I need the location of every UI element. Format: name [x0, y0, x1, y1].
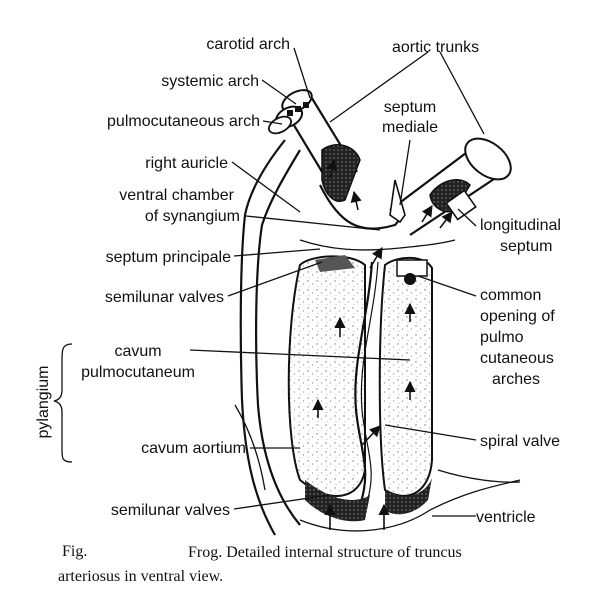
- caption-line2: arteriosus in ventral view.: [58, 568, 223, 585]
- anatomy-drawing: [234, 89, 521, 536]
- label-common-opening-line4: cutaneous: [480, 350, 554, 367]
- labels: carotid arch systemic arch pulmocutaneou…: [35, 36, 561, 526]
- flow-arrows: [312, 158, 453, 530]
- label-pylangium: pylangium: [35, 366, 52, 439]
- label-semilunar-valves-lower: semilunar valves: [111, 502, 230, 519]
- pylangium-cava: [287, 255, 433, 522]
- left-arch-trunk: [268, 89, 361, 202]
- label-spiral-valve: spiral valve: [480, 433, 560, 450]
- label-common-opening-line1: common: [480, 287, 541, 304]
- label-systemic-arch: systemic arch: [161, 73, 259, 90]
- caption-fig: Fig.: [62, 543, 87, 560]
- caption-line1: Frog. Detailed internal structure of tru…: [188, 544, 462, 561]
- label-carotid-arch: carotid arch: [206, 36, 290, 53]
- label-cavum-pulmo-line2: pulmocutaneum: [81, 364, 195, 381]
- label-ventricle: ventricle: [476, 509, 536, 526]
- common-opening-dot: [404, 273, 416, 285]
- label-common-opening-line2: opening of: [480, 308, 555, 325]
- label-longitudinal-septum-line2: septum: [500, 238, 552, 255]
- label-cavum-pulmo-line1: cavum: [114, 343, 161, 360]
- label-cavum-aortium: cavum aortium: [141, 440, 246, 457]
- label-ventral-chamber-line2: of synangium: [145, 208, 240, 225]
- label-semilunar-valves-upper: semilunar valves: [105, 289, 224, 306]
- label-longitudinal-septum-line1: longitudinal: [480, 217, 561, 234]
- septum-mediale-shape: [389, 179, 406, 224]
- leader-lines: [53, 47, 485, 517]
- label-septum-principale: septum principale: [106, 249, 232, 266]
- label-common-opening-line3: pulmo: [480, 329, 524, 346]
- caption: Fig. Frog. Detailed internal structure o…: [58, 543, 462, 585]
- label-right-auricle: right auricle: [145, 155, 228, 172]
- label-ventral-chamber-line1: ventral chamber: [119, 187, 234, 204]
- right-aortic-trunk: [389, 137, 512, 236]
- label-aortic-trunks: aortic trunks: [392, 39, 479, 56]
- outer-wall-inner-line: [255, 149, 301, 526]
- outer-wall: [239, 139, 286, 536]
- label-septum-mediale-line1: septum: [384, 99, 436, 116]
- label-common-opening-line5: arches: [492, 371, 540, 388]
- ventricle-wall: [299, 479, 521, 532]
- label-septum-mediale-line2: mediale: [382, 119, 438, 136]
- label-pulmocutaneous-arch: pulmocutaneous arch: [107, 113, 260, 130]
